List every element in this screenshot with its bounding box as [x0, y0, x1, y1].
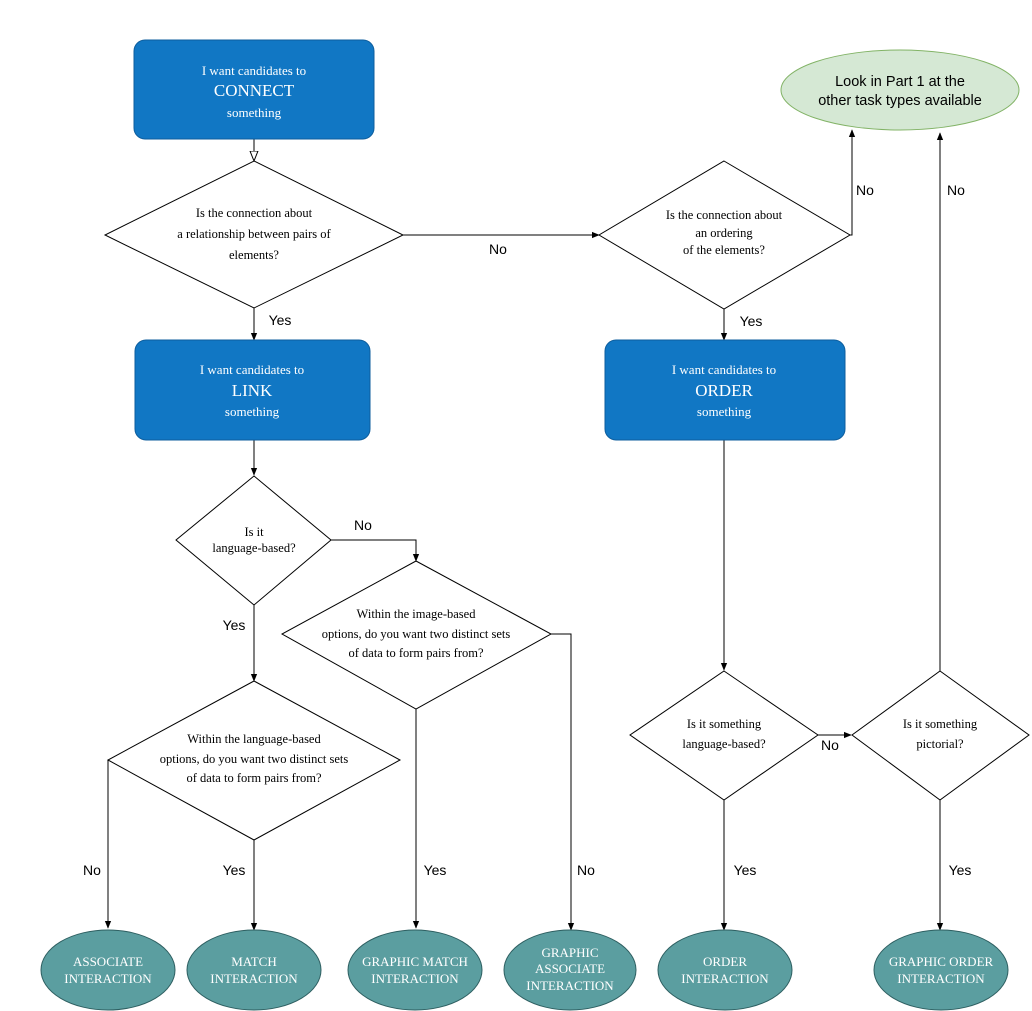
- link-box-line3: something: [225, 404, 280, 419]
- label-pairs-no: No: [489, 241, 507, 257]
- t-order-line1: ORDER: [703, 954, 747, 969]
- look-part1-line1: Look in Part 1 at the: [835, 74, 965, 90]
- t-graphic-order-line2: INTERACTION: [897, 971, 985, 986]
- label-pictorial-no: No: [947, 182, 965, 198]
- label-pictorial-yes: Yes: [949, 862, 972, 878]
- t-graphic-associate-node: GRAPHIC ASSOCIATE INTERACTION: [503, 929, 637, 1011]
- q-image-sets-diamond: Within the image-based options, do you w…: [280, 560, 553, 710]
- edges: [104, 129, 944, 931]
- q-language-line1: Is it: [244, 525, 264, 539]
- t-graphic-match-line1: GRAPHIC MATCH: [362, 954, 468, 969]
- label-langsets-no: No: [83, 862, 101, 878]
- connect-box: I want candidates to CONNECT something: [133, 39, 375, 140]
- label-ordering-no: No: [856, 182, 874, 198]
- q-language-sets-diamond: Within the language-based options, do yo…: [106, 680, 402, 841]
- q-ordering-line2: an ordering: [695, 226, 753, 240]
- order-box-line1: I want candidates to: [672, 362, 776, 377]
- q-pictorial-diamond: Is it something pictorial?: [851, 670, 1030, 801]
- label-pairs-yes: Yes: [269, 312, 292, 328]
- t-order-line2: INTERACTION: [681, 971, 769, 986]
- look-part1-line2: other task types available: [818, 93, 982, 109]
- order-box-line2: ORDER: [695, 381, 753, 400]
- t-match-line1: MATCH: [231, 954, 277, 969]
- label-language-no: No: [354, 517, 372, 533]
- label-imgsets-yes: Yes: [424, 862, 447, 878]
- t-order-node: ORDER INTERACTION: [657, 929, 793, 1011]
- q-image-sets-line3: of data to form pairs from?: [348, 646, 483, 660]
- q-language-diamond: Is it language-based?: [175, 475, 332, 606]
- label-ordering-yes: Yes: [740, 313, 763, 329]
- q-order-language-line1: Is it something: [687, 717, 762, 731]
- q-image-sets-line1: Within the image-based: [357, 607, 477, 621]
- t-match-line2: INTERACTION: [210, 971, 298, 986]
- t-graphic-associate-line1: GRAPHIC: [541, 945, 598, 960]
- t-graphic-associate-line3: INTERACTION: [526, 978, 614, 993]
- label-language-yes: Yes: [223, 617, 246, 633]
- link-box: I want candidates to LINK something: [134, 339, 371, 441]
- label-orderlang-no: No: [821, 737, 839, 753]
- q-ordering-line3: of the elements?: [683, 243, 765, 257]
- q-language-sets-line3: of data to form pairs from?: [186, 771, 321, 785]
- label-imgsets-no: No: [577, 862, 595, 878]
- t-associate-line2: INTERACTION: [64, 971, 152, 986]
- connect-box-line2: CONNECT: [214, 81, 295, 100]
- t-graphic-order-node: GRAPHIC ORDER INTERACTION: [873, 929, 1009, 1011]
- t-graphic-match-node: GRAPHIC MATCH INTERACTION: [347, 929, 483, 1011]
- t-associate-line1: ASSOCIATE: [73, 954, 143, 969]
- label-orderlang-yes: Yes: [734, 862, 757, 878]
- link-box-line2: LINK: [232, 381, 273, 400]
- connect-box-line3: something: [227, 105, 282, 120]
- edge-ordering-no: [848, 129, 856, 236]
- connect-box-line1: I want candidates to: [202, 63, 306, 78]
- t-graphic-order-line1: GRAPHIC ORDER: [889, 954, 994, 969]
- order-box-line3: something: [697, 404, 752, 419]
- look-part1-node: Look in Part 1 at the other task types a…: [780, 49, 1020, 131]
- t-graphic-match-line2: INTERACTION: [371, 971, 459, 986]
- q-ordering-diamond: Is the connection about an ordering of t…: [598, 160, 851, 310]
- edge-labels: No Yes No Yes No No Yes No Yes Yes No No…: [83, 182, 971, 878]
- t-associate-node: ASSOCIATE INTERACTION: [40, 929, 176, 1011]
- label-langsets-yes: Yes: [223, 862, 246, 878]
- q-pictorial-line1: Is it something: [903, 717, 978, 731]
- link-box-line1: I want candidates to: [200, 362, 304, 377]
- q-pairs-line2: a relationship between pairs of: [177, 227, 331, 241]
- q-pairs-line1: Is the connection about: [196, 206, 313, 220]
- q-language-sets-line1: Within the language-based: [187, 732, 321, 746]
- q-pictorial-line2: pictorial?: [916, 737, 964, 751]
- q-image-sets-line2: options, do you want two distinct sets: [322, 627, 511, 641]
- edge-language-no: [331, 539, 420, 562]
- q-language-sets-line2: options, do you want two distinct sets: [160, 752, 349, 766]
- order-box: I want candidates to ORDER something: [604, 339, 846, 441]
- q-order-language-line2: language-based?: [682, 737, 766, 751]
- q-pairs-diamond: Is the connection about a relationship b…: [103, 160, 405, 309]
- edge-imgsets-no: [551, 633, 575, 931]
- q-order-language-diamond: Is it something language-based?: [629, 670, 819, 801]
- t-graphic-associate-line2: ASSOCIATE: [535, 961, 605, 976]
- q-ordering-line1: Is the connection about: [666, 208, 783, 222]
- t-match-node: MATCH INTERACTION: [186, 929, 322, 1011]
- q-language-line2: language-based?: [212, 541, 296, 555]
- q-pairs-line3: elements?: [229, 248, 279, 262]
